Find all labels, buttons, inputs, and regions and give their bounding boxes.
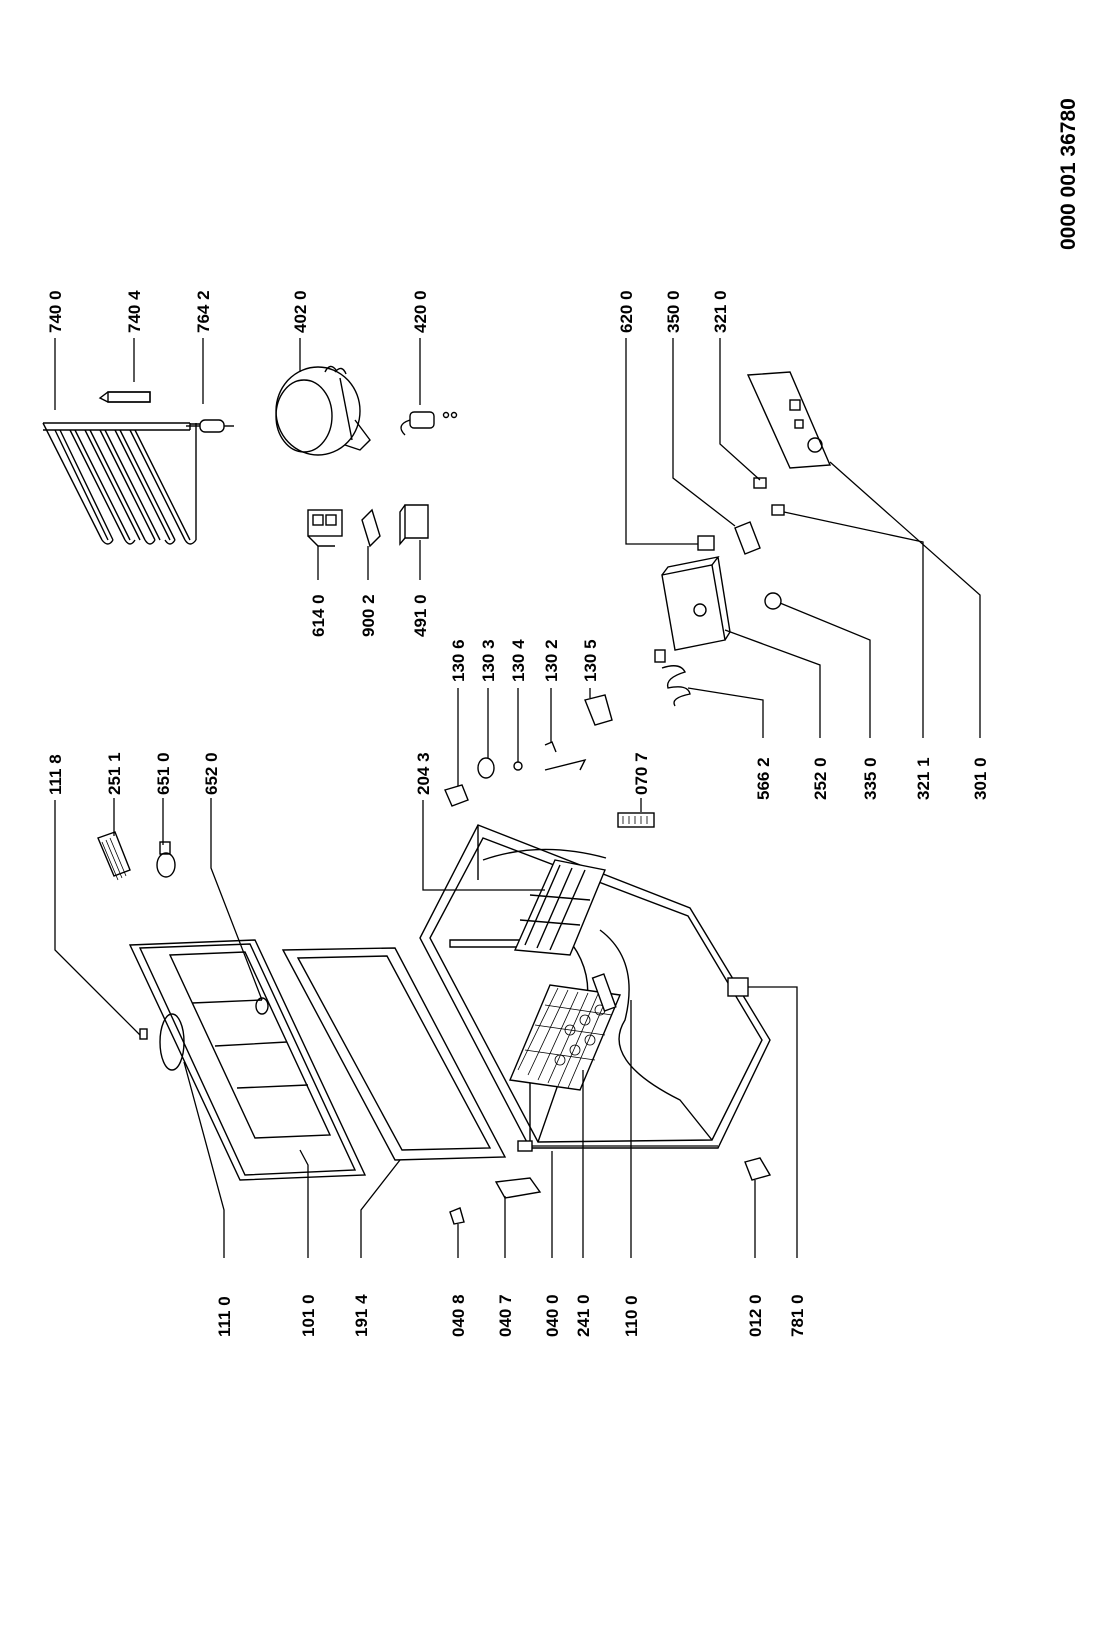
relay-capacitor <box>400 411 458 436</box>
part-040-7 <box>494 1177 542 1199</box>
part-012-0 <box>744 1157 772 1181</box>
label-130-6: 130 6 <box>449 639 468 682</box>
label-402-0: 402 0 <box>291 290 310 333</box>
vent-grille <box>617 812 655 828</box>
control-panel <box>746 371 832 469</box>
lid <box>128 939 367 1181</box>
label-335-0: 335 0 <box>861 757 880 800</box>
label-620-0: 620 0 <box>617 290 636 333</box>
part-130-5 <box>584 694 613 726</box>
part-251-1 <box>97 831 131 881</box>
label-111-0: 111 0 <box>215 1296 234 1337</box>
leader-lines <box>54 338 981 1258</box>
label-900-2: 900 2 <box>359 594 378 637</box>
label-321-0: 321 0 <box>711 290 730 333</box>
label-781-0: 781 0 <box>788 1294 807 1337</box>
part-620-0 <box>697 535 715 551</box>
label-101-0: 101 0 <box>299 1294 318 1337</box>
part-321-1 <box>771 504 785 516</box>
dryer-filter <box>186 419 234 433</box>
control-box <box>661 555 731 651</box>
part-040-0 <box>517 1140 533 1152</box>
label-251-1: 251 1 <box>105 752 124 795</box>
label-012-0: 012 0 <box>746 1294 765 1337</box>
label-110-0: 110 0 <box>622 1295 641 1337</box>
label-204-3: 204 3 <box>414 752 433 795</box>
part-900-2 <box>361 508 381 548</box>
label-566-2: 566 2 <box>754 757 773 800</box>
part-labels: 740 0 740 4 764 2 402 0 420 0 620 0 350 … <box>46 290 990 1337</box>
label-111-8: 111 8 <box>46 754 65 795</box>
spring <box>654 649 691 707</box>
label-130-4: 130 4 <box>509 639 528 682</box>
part-350-0 <box>734 521 761 555</box>
part-110-0 <box>591 973 617 1012</box>
label-350-0: 350 0 <box>664 290 683 333</box>
label-040-8: 040 8 <box>449 1294 468 1337</box>
label-321-1: 321 1 <box>914 757 933 800</box>
part-111-8 <box>139 1028 148 1040</box>
part-130-3 <box>477 757 495 779</box>
condenser-bracket <box>98 391 151 403</box>
label-420-0: 420 0 <box>411 290 430 333</box>
compressor <box>275 365 371 456</box>
label-252-0: 252 0 <box>811 757 830 800</box>
part-130-2 <box>544 741 587 771</box>
part-130-4 <box>513 761 523 771</box>
thermostat <box>307 509 343 547</box>
part-491-0 <box>399 504 429 546</box>
label-301-0: 301 0 <box>971 757 990 800</box>
label-040-7: 040 7 <box>496 1294 515 1337</box>
lamp <box>156 841 176 878</box>
part-335-0 <box>764 592 782 610</box>
label-740-4: 740 4 <box>125 290 144 333</box>
label-241-0: 241 0 <box>574 1294 593 1337</box>
label-764-2: 764 2 <box>194 290 213 333</box>
label-651-0: 651 0 <box>154 752 173 795</box>
label-130-3: 130 3 <box>479 639 498 682</box>
document-number: 0000 001 36780 <box>1057 98 1080 250</box>
label-130-5: 130 5 <box>581 639 600 682</box>
small-parts-130 <box>444 694 613 807</box>
part-781-0 <box>727 977 749 997</box>
part-130-6 <box>444 784 469 807</box>
wire-basket <box>509 984 621 1091</box>
condenser-coil <box>42 422 210 545</box>
label-070-7: 070 7 <box>632 752 651 795</box>
lid-gasket <box>281 947 507 1161</box>
label-740-0: 740 0 <box>46 290 65 333</box>
label-614-0: 614 0 <box>309 594 328 637</box>
label-130-2: 130 2 <box>542 639 561 682</box>
label-652-0: 652 0 <box>202 752 221 795</box>
label-191-4: 191 4 <box>352 1294 371 1337</box>
label-040-0: 040 0 <box>543 1294 562 1337</box>
part-321-0 <box>753 477 767 489</box>
part-drawings <box>42 365 832 1225</box>
part-040-8 <box>449 1207 465 1225</box>
label-491-0: 491 0 <box>411 594 430 637</box>
